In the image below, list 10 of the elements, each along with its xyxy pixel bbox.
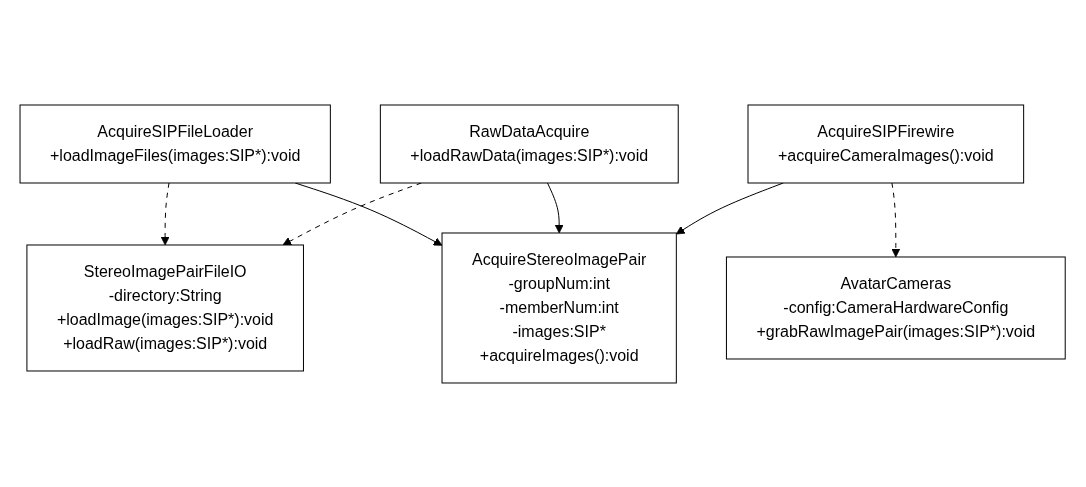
node-box: AcquireSIPFileLoader +loadImageFiles(images:SIP*):void xyxy=(19,104,332,183)
arrow xyxy=(295,182,443,246)
arrow xyxy=(891,182,901,257)
node-box: RawDataAcquire +loadRawData(images:SIP*):void xyxy=(380,104,680,183)
arrow xyxy=(547,182,564,233)
arrow xyxy=(161,182,170,245)
node-box: AcquireStereoImagePair -groupNum:int -memberNum:int -images:SIP* +acquireImages():void xyxy=(441,232,678,383)
node-box: AcquireSIPFirewire +acquireCameraImages():void xyxy=(747,104,1025,183)
node-box: AvatarCameras -config:CameraHardwareConfig +grabRawImagePair(images:SIP*):void xyxy=(726,256,1067,359)
node-box: StereoImagePairFileIO -directory:String +loadImage(images:SIP*):void +loadRaw(images:SIP*):void xyxy=(26,244,305,371)
